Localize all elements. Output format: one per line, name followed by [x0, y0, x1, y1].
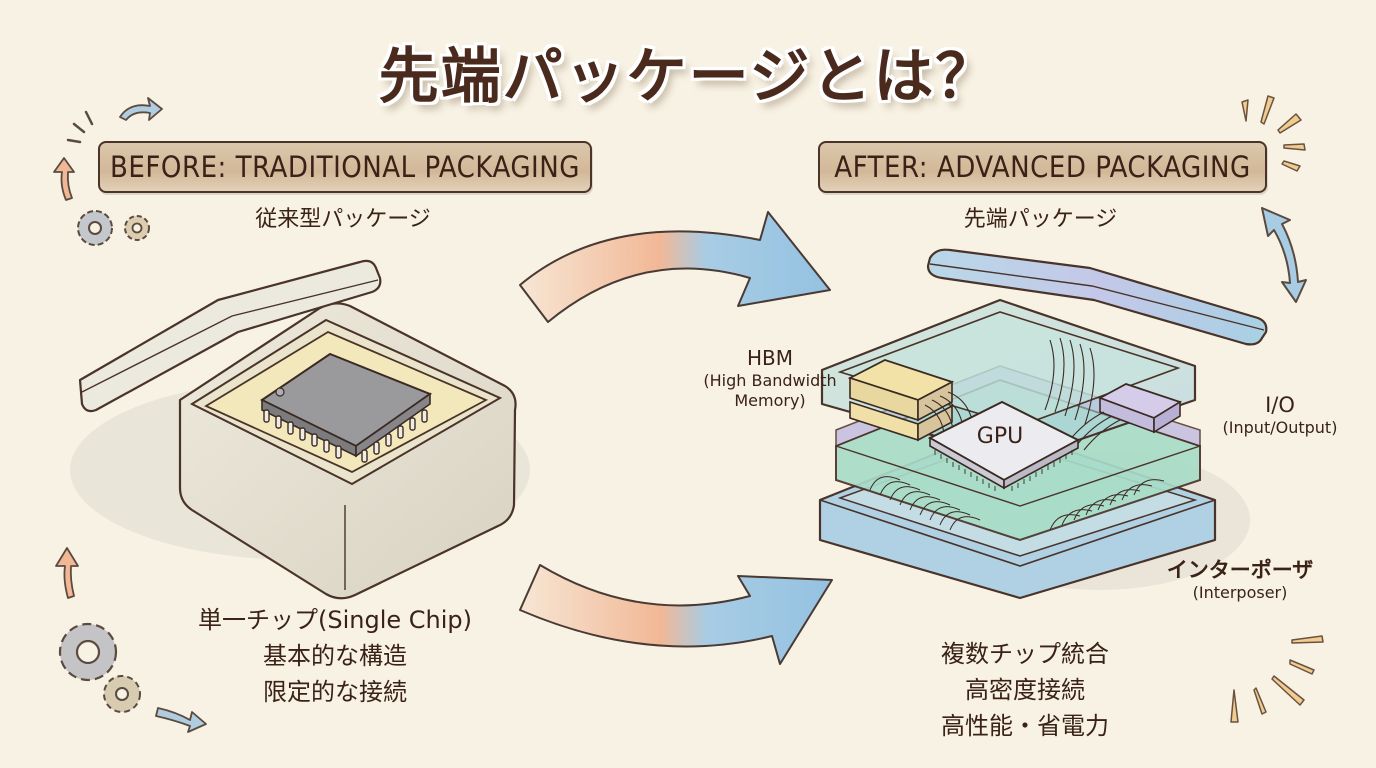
- spark-ray-icon: [1291, 635, 1324, 644]
- transition-arrow-bottom: [519, 564, 833, 665]
- up-arrow-icon: [53, 157, 75, 201]
- io-label: I/O (Input/Output): [1205, 392, 1355, 438]
- small-gear-icon: [124, 215, 150, 241]
- after-subtitle: 先端パッケージ: [963, 207, 1118, 232]
- before-feature-item: 単一チップ(Single Chip): [197, 606, 472, 634]
- advanced-package-illustration: [818, 248, 1268, 600]
- gpu-chip-icon: [927, 400, 1081, 491]
- io-label-detail: (Input/Output): [1222, 418, 1338, 438]
- interposer-label: インターポーザ (Interposer): [1140, 557, 1340, 603]
- after-features: 複数チップ統合 高密度接続 高性能・省電力: [880, 636, 1170, 744]
- curved-arrow-icon: [119, 97, 163, 121]
- traditional-package-illustration: [70, 259, 530, 600]
- single-chip-icon: [260, 352, 433, 463]
- before-features: 単一チップ(Single Chip) 基本的な構造 限定的な接続: [160, 602, 510, 710]
- decor-top-left: [53, 97, 163, 246]
- hbm-chip-icon: [847, 359, 955, 442]
- spark-ray-icon: [1253, 687, 1267, 715]
- before-banner: BEFORE: TRADITIONAL PACKAGING: [98, 141, 592, 193]
- small-gear-icon: [103, 675, 141, 713]
- after-feature-item: 高密度接続: [965, 676, 1085, 704]
- decor-bottom-right: [1230, 635, 1324, 723]
- package-lid: [926, 248, 1268, 346]
- gpu-label: GPU: [976, 424, 1024, 449]
- before-feature-item: 基本的な構造: [263, 642, 407, 670]
- up-arrow-icon: [55, 547, 79, 599]
- after-feature-item: 複数チップ統合: [941, 640, 1109, 668]
- before-subtitle: 従来型パッケージ: [255, 207, 431, 232]
- page-title: 先端パッケージとは？: [378, 42, 998, 112]
- gear-icon: [58, 622, 118, 682]
- spark-ray-icon: [1271, 675, 1305, 706]
- interposer-label-detail: (Interposer): [1192, 583, 1288, 603]
- after-feature-item: 高性能・省電力: [941, 712, 1109, 740]
- spark-ray-icon: [1260, 95, 1275, 125]
- hbm-label-detail-2: Memory): [734, 391, 806, 410]
- spark-ray-icon: [1230, 689, 1239, 723]
- spark-ray-icon: [1241, 99, 1249, 122]
- decor-top-right: [1241, 95, 1306, 172]
- hbm-label-detail-1: (High Bandwidth: [703, 371, 837, 390]
- before-feature-item: 限定的な接続: [263, 678, 407, 706]
- interposer-label-name: インターポーザ: [1166, 558, 1314, 582]
- double-arrow-icon: [1261, 207, 1307, 303]
- gear-icon: [77, 210, 113, 246]
- spark-ray-icon: [1281, 160, 1301, 172]
- spark-lines-icon: [66, 110, 94, 144]
- hbm-label: HBM (High Bandwidth Memory): [700, 346, 840, 411]
- spark-ray-icon: [1283, 143, 1306, 151]
- curved-arrow-icon: [155, 707, 207, 733]
- after-banner: AFTER: ADVANCED PACKAGING: [818, 141, 1267, 193]
- hbm-label-name: HBM: [746, 346, 793, 370]
- spark-ray-icon: [1289, 659, 1315, 675]
- spark-ray-icon: [1277, 113, 1302, 134]
- io-chip-icon: [1097, 383, 1183, 434]
- transition-arrow-top: [519, 211, 831, 323]
- decor-bottom-left: [55, 547, 207, 733]
- io-label-name: I/O: [1265, 393, 1295, 417]
